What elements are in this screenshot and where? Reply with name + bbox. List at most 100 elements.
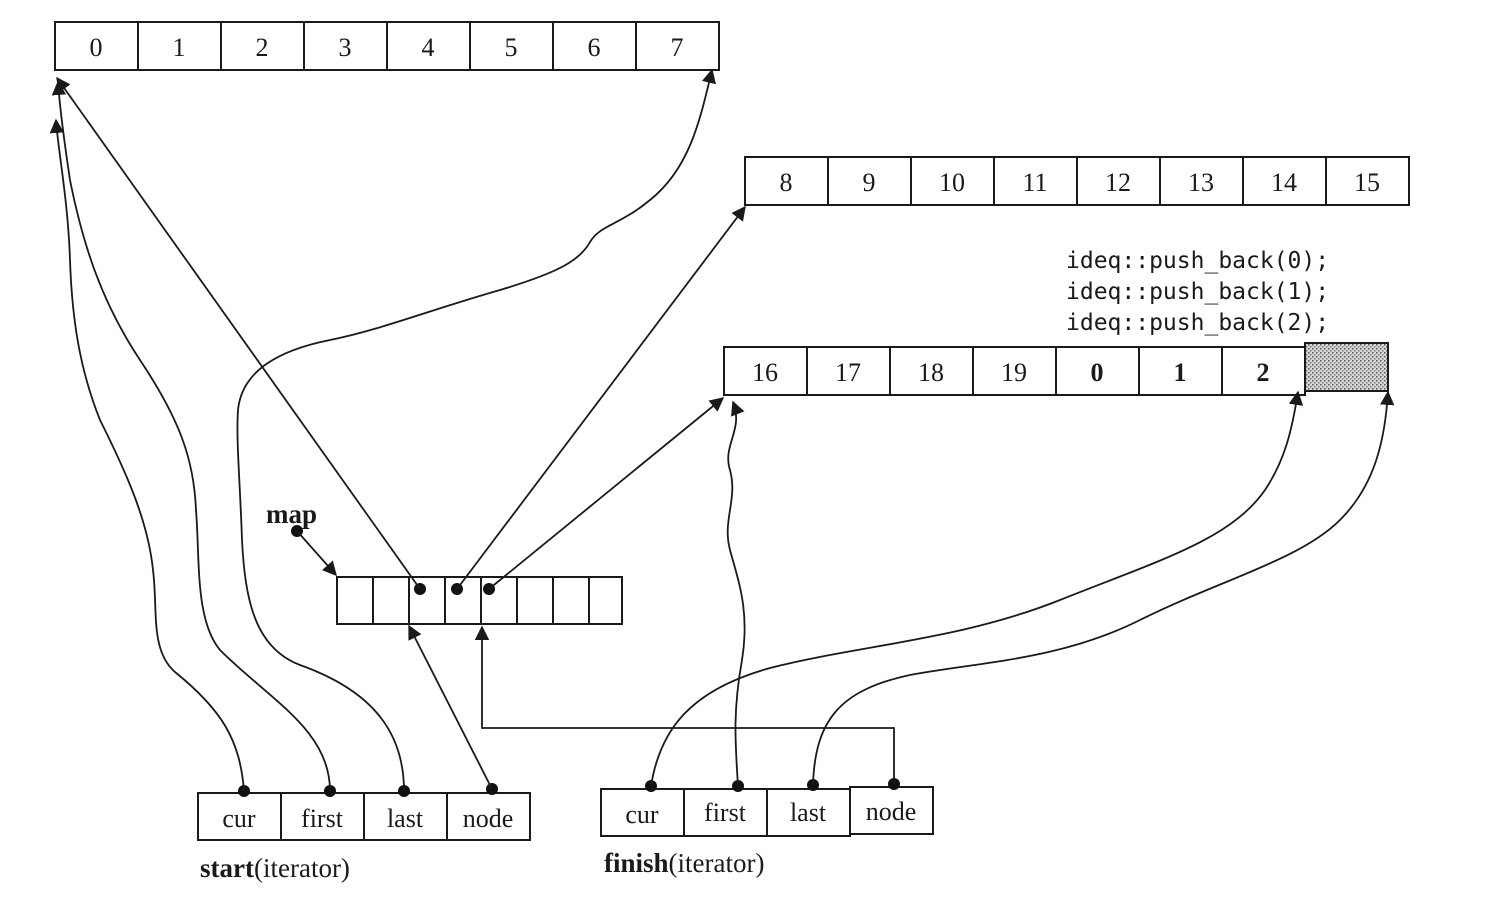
start-last-arrow bbox=[236, 68, 716, 792]
buffer-c-cell: 16 bbox=[723, 346, 808, 396]
buffer-a-cell-label: 7 bbox=[671, 33, 684, 62]
start-field-label: first bbox=[301, 804, 344, 833]
start-field-node: node bbox=[446, 792, 531, 841]
buffer-c-cell-label: 16 bbox=[752, 358, 778, 387]
buffer-b-cell: 9 bbox=[827, 156, 912, 206]
start-iterator-title-bold: start bbox=[200, 853, 254, 883]
buffer-c-cell: 1 bbox=[1138, 346, 1223, 396]
buffer-c-cell-reserved bbox=[1304, 342, 1389, 392]
map-slot bbox=[588, 576, 623, 625]
finish-last-arrow bbox=[812, 390, 1395, 786]
start-first-arrow bbox=[51, 80, 331, 792]
buffer-a-cell-label: 4 bbox=[422, 33, 435, 62]
map-slot bbox=[408, 576, 446, 625]
map-slot bbox=[516, 576, 554, 625]
start-iterator: cur first last node start(iterator) bbox=[197, 783, 531, 883]
finish-iterator-title: finish(iterator) bbox=[604, 848, 764, 878]
buffer-a-cell-label: 0 bbox=[90, 33, 103, 62]
code-line: ideq::push_back(2); bbox=[1066, 310, 1329, 336]
finish-field-last: last bbox=[766, 788, 851, 837]
finish-iterator-title-bold: finish bbox=[604, 848, 669, 878]
buffer-b-cell-label: 13 bbox=[1188, 168, 1214, 197]
buffer-a-cell: 2 bbox=[220, 21, 305, 71]
buffer-b: 8 9 10 11 12 13 14 15 bbox=[744, 156, 1410, 206]
buffer-a-cell: 3 bbox=[303, 21, 388, 71]
map-slots bbox=[336, 576, 623, 625]
finish-field-label: cur bbox=[625, 800, 659, 829]
buffer-b-cell: 10 bbox=[910, 156, 995, 206]
buffer-a-cell-label: 3 bbox=[339, 33, 352, 62]
start-iterator-title-rest: (iterator) bbox=[254, 853, 350, 883]
buffer-c: 16 17 18 19 0 1 2 bbox=[723, 342, 1389, 396]
start-field-label: cur bbox=[222, 804, 256, 833]
buffer-b-cell: 11 bbox=[993, 156, 1078, 206]
start-cur-arrow bbox=[49, 118, 245, 792]
buffer-a-cell: 7 bbox=[635, 21, 720, 71]
code-line: ideq::push_back(1); bbox=[1066, 279, 1329, 305]
finish-field-node: node bbox=[849, 786, 934, 835]
map-to-buffer-b-arrow bbox=[456, 205, 746, 590]
finish-iterator: cur first last node finish(iterator) bbox=[600, 778, 934, 878]
start-field-label: last bbox=[387, 804, 424, 833]
start-field-label: node bbox=[463, 804, 514, 833]
finish-first-arrow bbox=[726, 400, 746, 787]
buffer-b-cell-label: 11 bbox=[1022, 168, 1047, 197]
buffer-b-cell: 8 bbox=[744, 156, 829, 206]
buffer-b-cell: 15 bbox=[1325, 156, 1410, 206]
buffer-c-cell: 19 bbox=[972, 346, 1057, 396]
map-slot bbox=[336, 576, 374, 625]
buffer-b-cell-label: 9 bbox=[863, 168, 876, 197]
buffer-a-cell: 6 bbox=[552, 21, 637, 71]
map-slot bbox=[372, 576, 410, 625]
buffer-c-cell: 2 bbox=[1221, 346, 1306, 396]
buffer-c-cell-label: 2 bbox=[1257, 358, 1270, 387]
buffer-b-cell-label: 14 bbox=[1271, 168, 1297, 197]
buffer-b-cell-label: 10 bbox=[939, 168, 965, 197]
map-to-buffer-a-arrow bbox=[56, 76, 421, 590]
buffer-b-cell: 12 bbox=[1076, 156, 1161, 206]
start-iterator-title: start(iterator) bbox=[200, 853, 350, 883]
code-line: ideq::push_back(0); bbox=[1066, 248, 1329, 274]
start-field-last: last bbox=[363, 792, 448, 841]
buffer-c-cell-label: 18 bbox=[918, 358, 944, 387]
finish-field-label: last bbox=[790, 798, 827, 827]
map-pointer-arrow bbox=[296, 530, 337, 577]
buffer-c-cell: 0 bbox=[1055, 346, 1140, 396]
map: map bbox=[266, 499, 623, 625]
buffer-b-cell-label: 8 bbox=[780, 168, 793, 197]
buffer-a-cell: 4 bbox=[386, 21, 471, 71]
start-field-first: first bbox=[280, 792, 365, 841]
buffer-c-cell-label: 17 bbox=[835, 358, 861, 387]
buffer-a-cell: 5 bbox=[469, 21, 554, 71]
finish-cur-arrow bbox=[650, 390, 1304, 787]
map-slot bbox=[444, 576, 482, 625]
finish-field-first: first bbox=[683, 788, 768, 837]
finish-node-arrow bbox=[474, 625, 895, 784]
start-field-cur: cur bbox=[197, 792, 282, 841]
buffer-b-cell: 14 bbox=[1242, 156, 1327, 206]
buffer-a-cell-label: 1 bbox=[173, 33, 186, 62]
code-block: ideq::push_back(0); ideq::push_back(1); … bbox=[1066, 248, 1329, 336]
finish-field-label: first bbox=[704, 798, 747, 827]
buffer-b-cell: 13 bbox=[1159, 156, 1244, 206]
buffer-b-cell-label: 12 bbox=[1105, 168, 1131, 197]
buffer-b-cell-label: 15 bbox=[1354, 168, 1380, 197]
buffer-c-cell-label: 0 bbox=[1091, 358, 1104, 387]
buffer-a-cell-label: 5 bbox=[505, 33, 518, 62]
map-label: map bbox=[266, 499, 317, 529]
finish-field-cur: cur bbox=[600, 788, 685, 837]
finish-iterator-title-rest: (iterator) bbox=[669, 848, 765, 878]
buffer-a-cell-label: 2 bbox=[256, 33, 269, 62]
buffer-a: 0 1 2 3 4 5 6 7 bbox=[54, 21, 720, 71]
buffer-c-cell: 17 bbox=[806, 346, 891, 396]
buffer-a-cell: 0 bbox=[54, 21, 139, 71]
buffer-c-cell: 18 bbox=[889, 346, 974, 396]
start-node-arrow bbox=[408, 624, 493, 790]
map-to-buffer-c-arrow bbox=[488, 397, 725, 590]
buffer-a-cell: 1 bbox=[137, 21, 222, 71]
finish-field-label: node bbox=[866, 797, 917, 826]
buffer-c-cell-label: 1 bbox=[1174, 358, 1187, 387]
buffer-a-cell-label: 6 bbox=[588, 33, 601, 62]
buffer-c-cell-label: 19 bbox=[1001, 358, 1027, 387]
